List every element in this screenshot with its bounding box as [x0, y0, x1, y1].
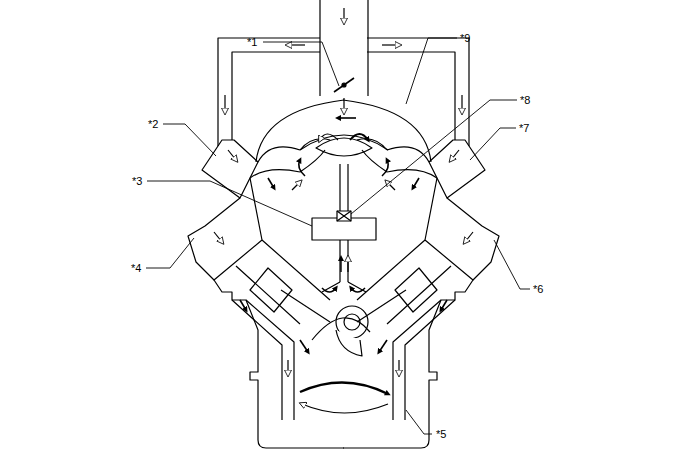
callout-number: *2: [148, 118, 158, 130]
callout-number: *9: [460, 32, 470, 44]
callout-number: *1: [247, 36, 257, 48]
callout-number: *7: [519, 122, 529, 134]
callout-number: *6: [533, 283, 543, 295]
callout-number: *3: [132, 175, 142, 187]
callout-number: *8: [520, 94, 530, 106]
callout-number: *5: [436, 428, 446, 440]
callout-number: *4: [131, 262, 141, 274]
